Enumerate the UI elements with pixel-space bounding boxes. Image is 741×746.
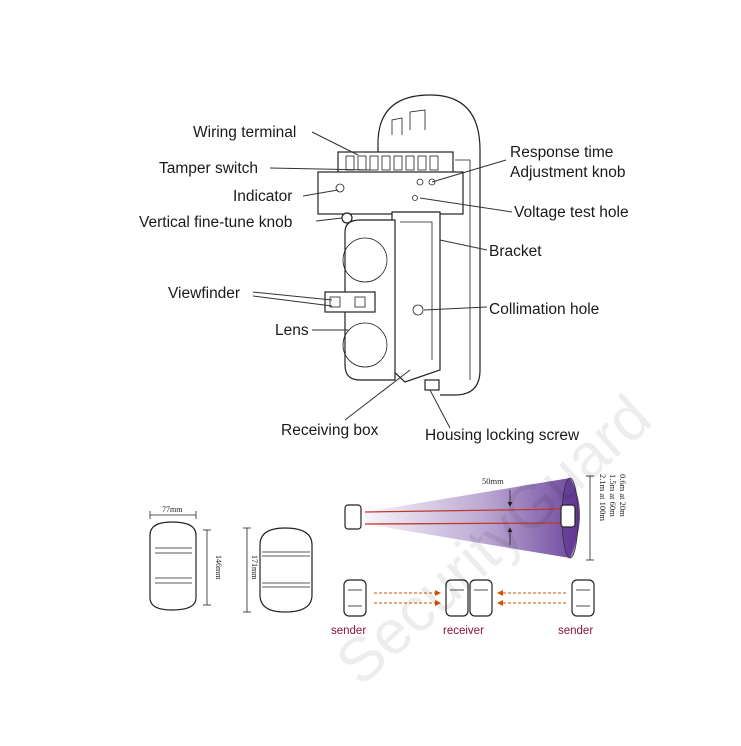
beam-lower-line xyxy=(364,522,566,525)
installation-layout: sender receiver sender xyxy=(331,579,595,637)
receiver-unit-a xyxy=(445,579,469,617)
spread-line-3: 0.6m at 20m xyxy=(618,474,628,517)
lower-lens xyxy=(342,322,388,368)
part-labels: Wiring terminal Tamper switch Indicator … xyxy=(139,124,629,444)
collimation-hole xyxy=(412,304,424,316)
label-collimation-hole: Collimation hole xyxy=(489,301,599,318)
detector-illustration xyxy=(317,94,481,396)
circuit-plate xyxy=(317,171,464,215)
dimension-views: 77mm 146mm 171mm xyxy=(149,505,313,613)
left-sender-unit xyxy=(343,579,367,617)
upper-lens xyxy=(342,237,388,283)
spread-line-1: 2.1m at 100m xyxy=(598,474,608,521)
terminal-screws xyxy=(345,155,439,171)
role-receiver: receiver xyxy=(443,625,484,637)
side-view-outline xyxy=(149,521,197,611)
right-sender-unit xyxy=(571,579,595,617)
locking-screw xyxy=(424,379,440,391)
beam-gap-label: 50mm xyxy=(482,476,504,486)
label-wiring-terminal: Wiring terminal xyxy=(193,124,296,141)
label-viewfinder: Viewfinder xyxy=(168,285,240,302)
label-receiving-box: Receiving box xyxy=(281,422,379,439)
label-response-time: Response time xyxy=(510,144,613,161)
label-bracket: Bracket xyxy=(489,243,542,260)
beam-receiver-unit xyxy=(560,504,576,528)
label-adjustment-knob: Adjustment knob xyxy=(510,164,625,181)
spread-line-2: 1.5m at 60m xyxy=(608,474,618,517)
voltage-hole xyxy=(412,195,418,201)
wiring-terminal-block xyxy=(337,151,454,175)
label-tamper-switch: Tamper switch xyxy=(159,160,258,177)
dim-outer-height: 171mm xyxy=(250,555,259,580)
indicator-led xyxy=(335,183,345,193)
response-knob xyxy=(416,178,424,186)
label-housing-locking-screw: Housing locking screw xyxy=(425,427,580,444)
label-lens: Lens xyxy=(275,322,309,339)
label-vertical-fine-tune-knob: Vertical fine-tune knob xyxy=(139,214,292,231)
beam-spread-diagram: 50mm 2.1m at 100m 1.5m at 60m 0.6m at 20… xyxy=(344,474,628,561)
beam-upper-line xyxy=(364,508,566,513)
beam-cone xyxy=(365,478,580,558)
beam-sender-unit xyxy=(344,504,362,530)
viewfinder xyxy=(324,291,376,313)
role-right-sender: sender xyxy=(558,625,593,637)
receiver-unit-b xyxy=(469,579,493,617)
bracket xyxy=(391,211,441,383)
label-indicator: Indicator xyxy=(233,188,292,205)
dim-inner-height: 146mm xyxy=(214,555,223,580)
role-left-sender: sender xyxy=(331,625,366,637)
leader-lines xyxy=(252,131,513,429)
dim-width: 77mm xyxy=(162,505,183,514)
label-voltage-test-hole: Voltage test hole xyxy=(514,204,629,221)
front-view-outline xyxy=(259,527,313,613)
